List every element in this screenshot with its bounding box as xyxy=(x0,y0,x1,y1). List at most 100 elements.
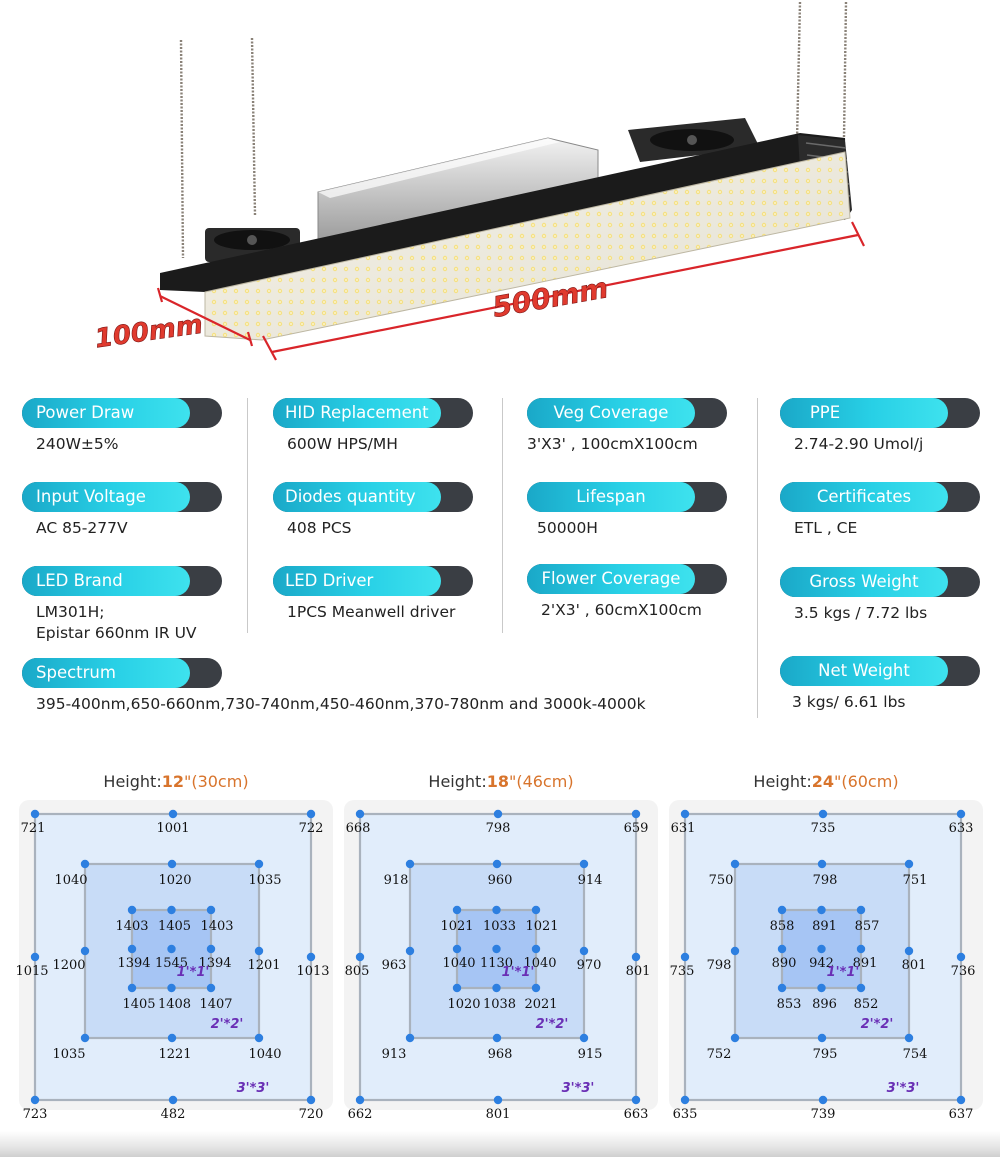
measure-point xyxy=(452,944,462,954)
product-image: 500mm 100mm xyxy=(93,1,865,361)
measure-point xyxy=(405,946,415,956)
footer-strip xyxy=(0,1131,1000,1157)
measure-point xyxy=(30,952,40,962)
spec-value: 240W±5% xyxy=(36,435,119,453)
measure-point xyxy=(579,859,589,869)
zone-label-outer: 3'*3' xyxy=(887,1081,920,1096)
measure-point xyxy=(492,944,501,954)
spec-label: Flower Coverage xyxy=(541,569,681,588)
spec-label: HID Replacement xyxy=(285,403,429,422)
measure-point xyxy=(680,809,690,819)
measure-point xyxy=(817,983,826,993)
ppfd-value: 891 xyxy=(812,919,837,934)
ppfd-value: 735 xyxy=(670,964,695,979)
zone-label-inner: 1'*1' xyxy=(177,965,210,980)
measure-point xyxy=(777,983,787,993)
measure-point xyxy=(818,809,828,819)
ppfd-value: 1405 xyxy=(158,919,191,934)
ppfd-value: 754 xyxy=(903,1047,928,1062)
measure-point xyxy=(631,952,641,962)
spec-value: 50000H xyxy=(537,519,598,537)
spec-net-weight: Net Weight 3 kgs/ 6.61 lbs xyxy=(780,656,980,713)
spec-power-draw: Power Draw 240W±5% xyxy=(22,398,222,455)
ppfd-value: 1130 xyxy=(480,956,513,971)
measure-point xyxy=(956,952,966,962)
measure-point xyxy=(856,983,866,993)
measure-point xyxy=(30,1095,40,1105)
ppfd-value: 1403 xyxy=(115,919,148,934)
spec-label-pill: LED Driver xyxy=(273,566,473,596)
measure-point xyxy=(579,946,589,956)
measure-point xyxy=(956,809,966,819)
spec-label-pill: Net Weight xyxy=(780,656,980,686)
ppfd-value: 942 xyxy=(809,956,834,971)
ppfd-value: 896 xyxy=(812,997,837,1012)
spec-label-pill: Veg Coverage xyxy=(527,398,727,428)
map-height-inches: 12 xyxy=(161,772,184,791)
ppfd-value: 635 xyxy=(673,1107,698,1122)
spec-value: AC 85-277V xyxy=(36,519,128,537)
ppfd-value: 801 xyxy=(486,1107,511,1122)
measure-point xyxy=(777,905,787,915)
spec-value: 3 kgs/ 6.61 lbs xyxy=(792,693,906,711)
measure-point xyxy=(817,905,826,915)
ppfd-value: 722 xyxy=(299,821,324,836)
zone-label-inner: 1'*1' xyxy=(502,965,535,980)
spec-value: 1PCS Meanwell driver xyxy=(287,603,456,621)
spec-lifespan: Lifespan 50000H xyxy=(527,482,727,539)
measure-point xyxy=(306,952,316,962)
ppfd-value: 720 xyxy=(299,1107,324,1122)
spec-led-brand: LED Brand LM301H; Epistar 660nm IR UV xyxy=(22,566,222,644)
ppfd-value: 1021 xyxy=(440,919,473,934)
spec-label: Spectrum xyxy=(36,663,116,682)
ppfd-value: 798 xyxy=(486,821,511,836)
ppfd-value: 739 xyxy=(811,1107,836,1122)
zone-label-middle: 2'*2' xyxy=(861,1017,894,1032)
ppfd-value: 960 xyxy=(488,873,513,888)
ppfd-value: 1021 xyxy=(525,919,558,934)
spec-label: Certificates xyxy=(816,487,912,506)
measure-point xyxy=(405,859,415,869)
spec-label: Diodes quantity xyxy=(285,487,416,506)
measure-point xyxy=(631,809,641,819)
ppfd-value: 663 xyxy=(624,1107,649,1122)
spec-input-voltage: Input Voltage AC 85-277V xyxy=(22,482,222,539)
zone-label-outer: 3'*3' xyxy=(562,1081,595,1096)
ppfd-value: 915 xyxy=(578,1047,603,1062)
ppfd-value: 795 xyxy=(813,1047,838,1062)
map-heading-prefix: Height: xyxy=(753,772,812,791)
spec-label: Veg Coverage xyxy=(553,403,669,422)
spec-divider xyxy=(502,398,503,633)
spec-value: 3'X3' , 100cmX100cm xyxy=(527,435,698,453)
measure-point xyxy=(817,1033,827,1043)
ppfd-value: 659 xyxy=(624,821,649,836)
ppfd-value: 891 xyxy=(853,956,878,971)
spec-ppe: PPE 2.74-2.90 Umol/j xyxy=(780,398,980,455)
spec-label: PPE xyxy=(809,403,841,422)
measure-point xyxy=(355,952,365,962)
zone-label-inner: 1'*1' xyxy=(827,965,860,980)
ppfd-value: 633 xyxy=(949,821,974,836)
ppfd-value: 798 xyxy=(813,873,838,888)
measure-point xyxy=(531,905,541,915)
zone-label-middle: 2'*2' xyxy=(211,1017,244,1032)
spec-value: 408 PCS xyxy=(287,519,352,537)
measure-point xyxy=(206,944,216,954)
ppfd-value: 1035 xyxy=(52,1047,85,1062)
measure-point xyxy=(818,1095,828,1105)
ppfd-value: 1015 xyxy=(15,964,48,979)
spec-label: Input Voltage xyxy=(36,487,146,506)
map-inch-mark: " xyxy=(508,772,517,791)
ppfd-value: 1394 xyxy=(117,956,150,971)
ppfd-value: 668 xyxy=(346,821,371,836)
measure-point xyxy=(631,1095,641,1105)
spec-veg-coverage: Veg Coverage 3'X3' , 100cmX100cm xyxy=(527,398,727,455)
map-heading: Height:24"(60cm) xyxy=(665,770,987,794)
measure-point xyxy=(206,905,216,915)
spec-value: ETL , CE xyxy=(794,519,858,537)
spec-flower-coverage: Flower Coverage 2'X3' , 60cmX100cm xyxy=(527,564,727,621)
measure-point xyxy=(452,905,462,915)
map-height-cm: (60cm) xyxy=(841,772,899,791)
